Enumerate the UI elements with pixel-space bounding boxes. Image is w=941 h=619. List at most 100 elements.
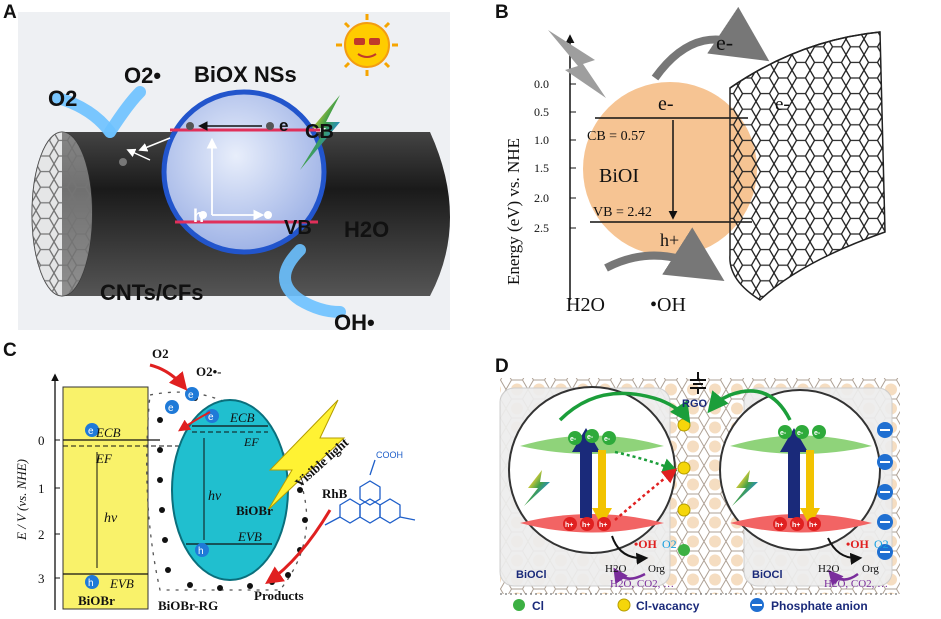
energy-tick-label: 1.0 [534,133,549,147]
ground-icon [690,372,706,394]
legend-swatch-cl [513,599,525,611]
bioi-sphere [583,82,757,256]
water-label: H2O [344,217,389,242]
electron-dot-label: e- [570,436,577,443]
light-bolt-icon [548,30,606,98]
light-bolt-icon [300,95,340,170]
hole-dot-label: h+ [809,522,817,529]
legend-label-phosphate: Phosphate anion [771,599,868,613]
hole-dot-label: h+ [582,522,590,529]
hole-dot-label: h+ [599,522,607,529]
products-left-label: H2O, CO2, … [610,578,674,590]
ef-right-label: EF [243,435,259,449]
cb-value-label: CB = 0.57 [587,129,645,144]
panel-b: 0.0 0.5 1.0 1.5 2.0 2.5 Energy (eV) vs. … [504,6,886,316]
rhb-molecule [324,459,416,526]
electron-dot [85,423,99,437]
hydroxyl-left-label: •OH [634,537,658,551]
hydroxyl-label: OH• [334,310,375,335]
rhb-label: RhB [322,486,348,501]
energy-tick-label: 0.0 [534,77,549,91]
potential-tick-label: 3 [38,571,45,586]
hole-dot [85,575,99,589]
biocl-left-label: BiOCl [516,569,547,581]
ecb-right-label: ECB [229,410,255,425]
legend-label-cl: Cl [532,599,544,613]
panel-c-letter: C [3,340,17,361]
biobr-left-label: BiOBr [78,593,115,608]
panel-b-letter: B [495,2,509,23]
vb-label: VB [284,217,312,239]
o2-reduction-arrow [149,363,188,391]
potential-axis-title: E / V (vs. NHE) [14,459,29,541]
light-bolt-icon [524,470,550,506]
evb-right-label: EVB [237,529,262,544]
panel-d: e- e- e- h+ h+ h+ BiOCl •OH O2 H2O Org H… [499,372,900,613]
electron-dot-label: e [208,412,214,423]
legend-label-cl-vacancy: Cl-vacancy [636,599,700,613]
evb-left-label: EVB [109,576,134,591]
panel-a-letter: A [3,2,17,23]
org-left-label: Org [648,563,665,575]
electron-label: e [279,116,288,135]
energy-tick-label: 1.5 [534,161,549,175]
hole-label: h [193,206,204,226]
electron-dot-label: e- [797,430,804,437]
hydroxyl-right-label: •OH [846,537,870,551]
legend-swatch-cl-vacancy [617,598,631,612]
hole-label: h+ [660,230,679,250]
electron-dot-label: e [168,403,174,414]
hv-right-label: hν [208,489,222,504]
o2-label: O2 [152,346,169,361]
hole-dot-label: h [198,546,204,557]
cnt-cf-label: CNTs/CFs [100,280,204,305]
degradation-arrow [265,509,332,585]
hole-dot-label: h [88,578,94,589]
water-arrow [279,244,346,318]
superoxide-label: O2• [124,63,161,88]
biobr-ellipse [171,399,289,581]
o2-label: O2 [48,86,77,111]
ecb-left-label: ECB [95,425,121,440]
hole-dot-label: h+ [775,522,783,529]
energy-axis-ticks [570,83,576,229]
bioi-label: BiOI [599,165,639,187]
electron-to-rgo-right-arrow [707,389,792,421]
legend: Cl Cl-vacancy Phosphate anion [513,598,868,613]
light-bolt-icon [267,399,346,511]
potential-tick-label: 0 [38,433,45,448]
electron-dot-label: e- [587,434,594,441]
water-label: H2O [566,294,605,316]
potential-tick-label: 1 [38,481,45,496]
energy-tick-label: 2.5 [534,221,549,235]
potential-tick-label: 2 [38,527,45,542]
biobr-right-label: BiOBr [236,503,273,518]
hole-dot-label: h+ [565,522,573,529]
o2-left-label: O2 [662,537,677,551]
hydroxyl-label: •OH [650,294,686,316]
hv-left-label: hν [104,511,118,526]
energy-axis-title: Energy (eV) vs. NHE [504,138,523,285]
superoxide-label: O2•- [196,364,222,379]
electron-to-rgo-left-arrow [558,391,691,424]
electron-dot [266,122,274,130]
fiber-end-lattice [31,131,93,297]
electron-top-label: e- [716,30,733,55]
light-bolt-icon [732,470,758,506]
electron-cb-label: e- [658,93,674,115]
ef-left-label: EF [95,451,113,466]
electron-dot-label: e [88,426,94,437]
graphene-sheet [729,31,886,301]
cooh-label: COOH [376,450,403,460]
electron-dot-label: e- [780,430,787,437]
water-oxidation-arrow [604,227,725,282]
electron-dot-label: e [188,390,194,401]
sun-icon [336,14,398,76]
panel-c: 0 1 2 3 E / V (vs. NHE) e h e [14,346,416,613]
biocl-right-label: BiOCl [752,569,783,581]
panel-a: O2 O2• BiOX NSs e h CB VB H2O CNTs/CFs O… [18,12,450,335]
rgo-label: RGO [682,398,708,410]
water-right-label: H2O [818,563,839,575]
electron-transfer-arrow [651,6,770,81]
